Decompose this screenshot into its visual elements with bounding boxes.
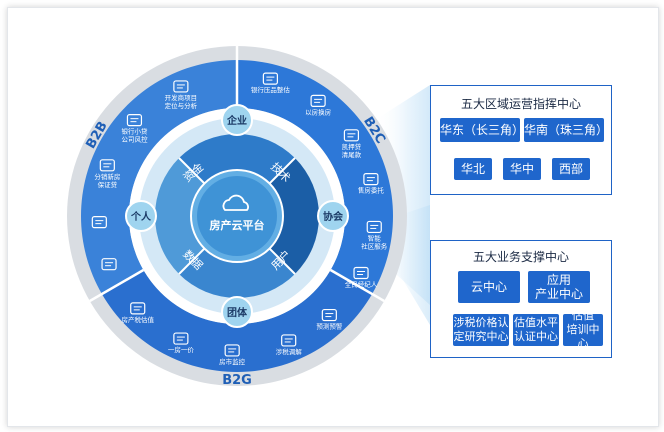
tax-price-center-button[interactable]: 涉税价格认 定研究中心: [453, 314, 509, 346]
b2b-segment: [81, 60, 238, 294]
valuation-training-center-button[interactable]: 估值 培训中心: [563, 309, 603, 350]
shield-icon: [99, 159, 115, 172]
chat-bubbles-icon: [101, 258, 117, 271]
segment-divider: [329, 268, 385, 303]
ring-item-label: 凯押贷清尾款: [342, 142, 362, 159]
swap-icon: [310, 94, 326, 107]
tax-document-icon: [281, 334, 297, 347]
application-center-button[interactable]: 应用 产业中心: [528, 271, 590, 303]
cloud-icon: [222, 194, 249, 211]
business-panel-title: 五大业务支撑中心: [472, 250, 569, 264]
b2c-segment: [237, 60, 393, 294]
ring-item-label: 一房一价: [168, 345, 195, 354]
valuation-cert-center-button[interactable]: 估值水平 认证中心: [513, 314, 559, 346]
badge-association-circle: [317, 200, 349, 232]
house-monitor-icon: [224, 344, 240, 357]
document-stack-icon: [262, 72, 278, 85]
business-panel: 五大业务支撑中心 云中心 应用 产业中心 涉税价格认 定研究中心 估值水平 认证…: [430, 240, 612, 358]
badge-individual-circle: [125, 200, 157, 232]
ring-item-label: 智能社区服务: [361, 233, 388, 250]
region-east-button[interactable]: 华东（长三角）: [440, 118, 524, 142]
ring-item-label: 房市监控: [219, 357, 246, 366]
badge-association: 协会: [323, 210, 343, 223]
ring-item-label: 预测预警: [316, 322, 343, 331]
ring-item-label: 银行压品整估: [251, 85, 291, 94]
ring-item-label: 房产税估值: [121, 315, 154, 324]
ring-item-label: 开发商项目定位与分析: [165, 93, 198, 110]
badge-enterprise: 企业: [226, 114, 247, 127]
id-card-icon: [353, 266, 369, 280]
regions-panel-title: 五大区域运营指挥中心: [460, 97, 581, 111]
segment-label-b2g: B2G: [222, 373, 252, 388]
price-screen-icon: [173, 332, 189, 345]
ring-item-label: 涉税调解: [276, 347, 303, 356]
regions-panel: 五大区域运营指挥中心 华东（长三角） 华南（珠三角） 华北 华中 西部: [430, 85, 612, 195]
region-north-button[interactable]: 华北: [454, 158, 492, 180]
ring-item-label: 银行小贷公司风控: [121, 127, 148, 144]
ring-item-label: 全民经纪人: [345, 279, 378, 288]
region-south-button[interactable]: 华南（珠三角）: [524, 118, 608, 142]
bank-icon: [126, 114, 143, 127]
chat-bubbles-icon: [91, 216, 107, 229]
region-central-button[interactable]: 华中: [503, 158, 541, 180]
cloud-center-button[interactable]: 云中心: [458, 271, 520, 303]
badge-individual: 个人: [130, 210, 152, 223]
badge-group: 团体: [227, 306, 248, 319]
ring-item-label: 售房委托: [358, 186, 385, 195]
search-document-icon: [130, 302, 146, 315]
ring-item-label: 分销新房保证贷: [94, 172, 120, 189]
center-label: 房产云平台: [210, 218, 265, 232]
coin-icon: [343, 129, 360, 142]
b2g-segment: [101, 270, 373, 372]
center-core-inner: [197, 176, 277, 256]
target-icon: [173, 80, 189, 93]
trend-chart-icon: [321, 308, 337, 322]
badge-group-circle: [221, 296, 253, 328]
ring-item-label: 以房换房: [305, 107, 331, 116]
handshake-icon: [363, 173, 379, 186]
segment-divider: [89, 268, 145, 303]
badge-enterprise-circle: [221, 104, 253, 136]
region-west-button[interactable]: 西部: [552, 158, 590, 180]
gear-icon: [366, 220, 382, 234]
